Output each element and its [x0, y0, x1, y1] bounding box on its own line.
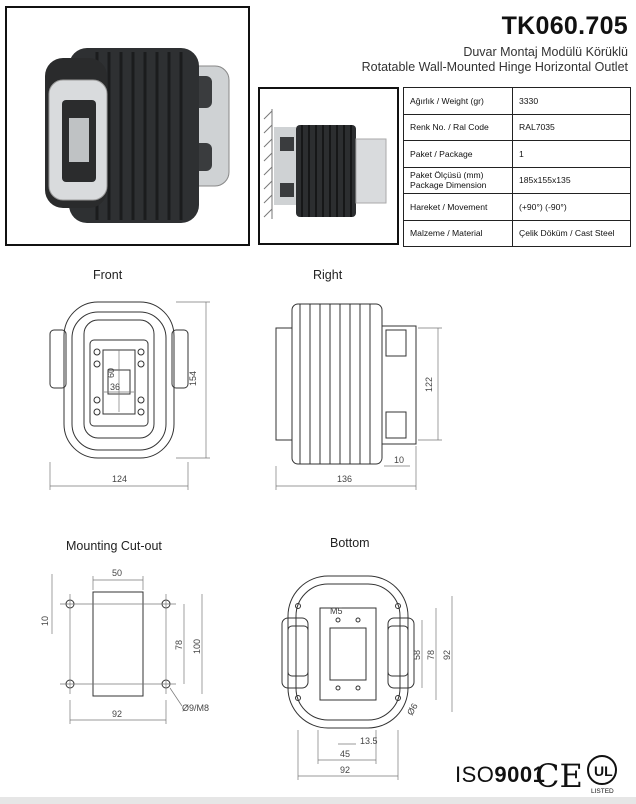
spec-label-two-line: Paket Ölçüsü (mm) Package Dimension: [403, 166, 513, 194]
dim-bottom-92w: 92: [340, 765, 350, 775]
spec-label: Paket / Package: [403, 140, 513, 168]
spec-row: Malzeme / Material Çelik Döküm / Cast St…: [403, 219, 631, 247]
bottom-view-dimensions: [297, 596, 453, 780]
dim-cutout-100: 100: [192, 639, 202, 654]
iso-9001-mark: ISO9001: [455, 762, 545, 788]
svg-text:UL: UL: [594, 763, 613, 779]
ul-listed-mark: UL LISTED: [587, 755, 617, 795]
dim-front-36: 36: [110, 382, 120, 392]
spec-row: Renk No. / Ral Code RAL7035: [403, 113, 631, 141]
dim-bottom-hole: Ø6: [405, 702, 420, 717]
ce-mark: CE: [535, 757, 583, 795]
dim-bottom-45: 45: [340, 749, 350, 759]
side-photo: [258, 87, 399, 245]
subtitle-english: Rotatable Wall-Mounted Hinge Horizontal …: [361, 60, 628, 74]
bottom-view-drawing: [281, 575, 415, 729]
dim-front-height: 154: [188, 371, 198, 386]
dim-front-width: 124: [112, 474, 127, 484]
dim-bottom-58: 58: [412, 650, 422, 660]
spec-value: 1: [512, 140, 631, 168]
dim-cutout-78: 78: [174, 640, 184, 650]
view-title-right: Right: [313, 268, 343, 282]
cutout-drawing: [65, 591, 171, 697]
dim-bottom-78: 78: [426, 650, 436, 660]
dim-cutout-50: 50: [112, 568, 122, 578]
view-title-bottom: Bottom: [330, 536, 370, 550]
dim-right-height: 122: [424, 377, 434, 392]
right-view-dimensions: [275, 327, 442, 490]
spec-label: Malzeme / Material: [403, 219, 513, 247]
footer-bar: [0, 797, 636, 804]
cutout-dimensions: [51, 574, 203, 724]
product-code: TK060.705: [501, 12, 628, 40]
dim-front-60: 60: [106, 368, 116, 378]
subtitle-turkish: Duvar Montaj Modülü Körüklü: [463, 45, 628, 59]
spec-label-secondary: Package Dimension: [410, 180, 487, 191]
dim-cutout-hole: Ø9/M8: [182, 703, 209, 713]
spec-label: Paket Ölçüsü (mm): [410, 170, 484, 181]
front-view-drawing: [49, 301, 189, 459]
spec-value: 185x155x135: [512, 166, 631, 194]
dim-bottom-135: 13.5: [360, 736, 378, 746]
spec-label: Hareket / Movement: [403, 193, 513, 221]
spec-label: Renk No. / Ral Code: [403, 113, 513, 141]
right-view-drawing: [275, 303, 417, 465]
product-photo-render: [45, 48, 230, 223]
dim-right-10: 10: [394, 455, 404, 465]
iso-prefix: ISO: [455, 762, 495, 787]
dim-right-width: 136: [337, 474, 352, 484]
side-photo-render: [263, 109, 387, 219]
ul-listed-text: LISTED: [591, 788, 614, 795]
view-title-front: Front: [93, 268, 123, 282]
view-title-cutout: Mounting Cut-out: [66, 539, 162, 553]
front-view-dimensions: [49, 301, 210, 490]
dim-bottom-92: 92: [442, 650, 452, 660]
product-photo: [5, 6, 250, 246]
spec-value: (+90°) (-90°): [512, 193, 631, 221]
iso-number: 9001: [494, 762, 546, 787]
spec-value: Çelik Döküm / Cast Steel: [512, 219, 631, 247]
dim-cutout-10: 10: [40, 616, 50, 626]
dim-cutout-92: 92: [112, 709, 122, 719]
spec-row: Paket / Package 1: [403, 140, 631, 168]
spec-row: Paket Ölçüsü (mm) Package Dimension 185x…: [403, 166, 631, 194]
spec-row: Hareket / Movement (+90°) (-90°): [403, 193, 631, 221]
spec-label: Ağırlık / Weight (gr): [403, 87, 513, 115]
dim-bottom-m5: M5: [330, 606, 343, 616]
spec-table: Ağırlık / Weight (gr) 3330 Renk No. / Ra…: [403, 87, 631, 247]
spec-value: RAL7035: [512, 113, 631, 141]
